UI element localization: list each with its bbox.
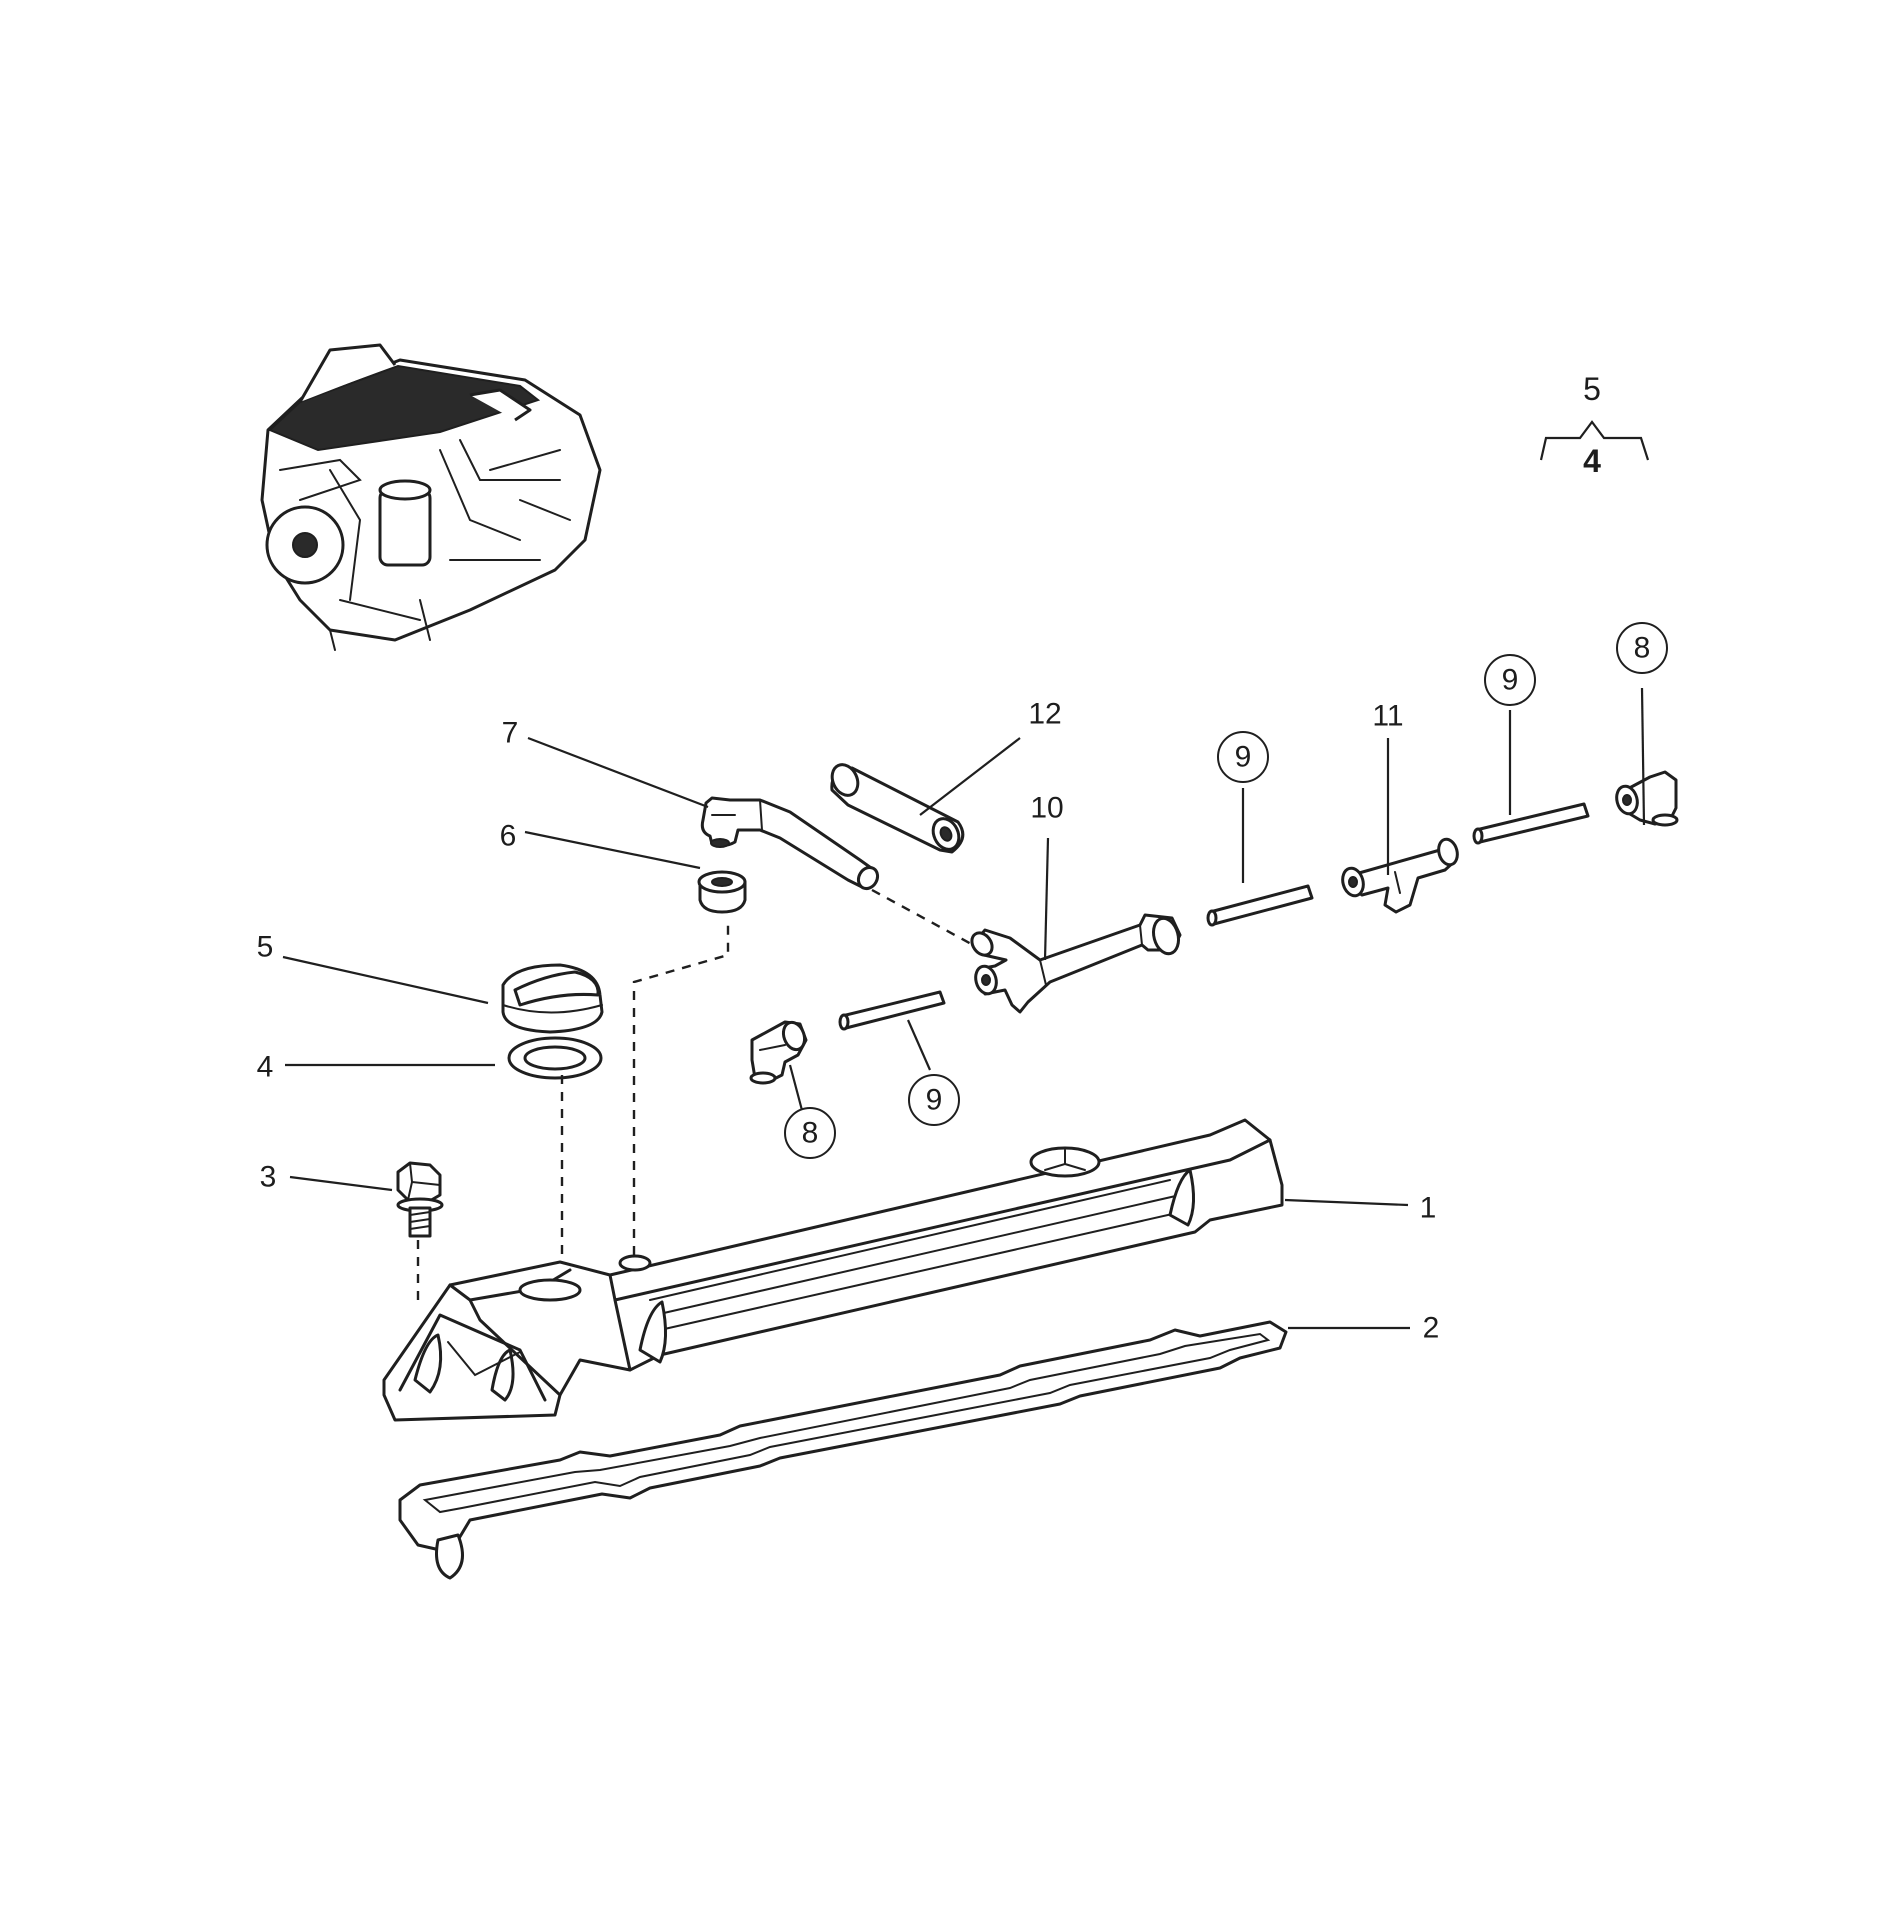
connecting-tube-middle — [1206, 884, 1314, 927]
circled-callouts: 8 8 9 9 9 — [784, 622, 1668, 1159]
callout-5: 5 — [257, 931, 274, 964]
callout-1: 1 — [1420, 1192, 1437, 1225]
oil-cap-seal-ring — [507, 1036, 603, 1080]
callout-8-right-marker: 8 — [1616, 622, 1668, 674]
elbow-connector-left — [749, 1020, 808, 1085]
callout-labels: 1 2 3 4 5 6 7 10 11 12 — [257, 698, 1440, 1345]
callout-4: 4 — [257, 1051, 274, 1084]
legend-bottom-number: 4 — [1583, 443, 1601, 479]
cover-bolt — [396, 1161, 444, 1238]
assembly-lines — [416, 888, 976, 1300]
callout-9-right-marker: 9 — [1484, 654, 1536, 706]
engine-thumbnail-image — [260, 343, 602, 651]
callout-8-left-marker: 8 — [784, 1107, 836, 1159]
callout-8-right: 8 — [1634, 632, 1651, 665]
elbow-connector-right — [1615, 770, 1679, 827]
callout-9-middle-marker: 9 — [1217, 731, 1269, 783]
breather-elbow-hose — [700, 796, 880, 891]
connecting-tube-right — [1472, 802, 1590, 845]
legend-top-number: 5 — [1583, 371, 1601, 407]
callout-12: 12 — [1028, 698, 1061, 731]
callout-9-left: 9 — [926, 1084, 943, 1117]
breather-grommet — [697, 870, 747, 914]
callout-10: 10 — [1030, 792, 1063, 825]
breather-hose — [830, 763, 965, 854]
legend-bracket — [1539, 420, 1650, 461]
callout-9-left-marker: 9 — [908, 1074, 960, 1126]
assembly-legend: 5 4 — [1539, 371, 1650, 479]
callout-9-right: 9 — [1502, 664, 1519, 697]
callout-7: 7 — [502, 717, 519, 750]
callout-2: 2 — [1423, 1312, 1440, 1345]
y-connector — [970, 913, 1182, 1014]
valve-cover-gasket — [398, 1320, 1288, 1580]
callout-11: 11 — [1372, 700, 1403, 733]
callout-9-middle: 9 — [1235, 741, 1252, 774]
callout-8-left: 8 — [802, 1117, 819, 1150]
valve-cover — [382, 1118, 1284, 1422]
callout-6: 6 — [500, 820, 517, 853]
oil-filler-cap — [501, 963, 604, 1034]
t-connector — [1341, 837, 1459, 914]
callout-3: 3 — [260, 1161, 277, 1194]
connecting-tube-left — [838, 990, 946, 1031]
